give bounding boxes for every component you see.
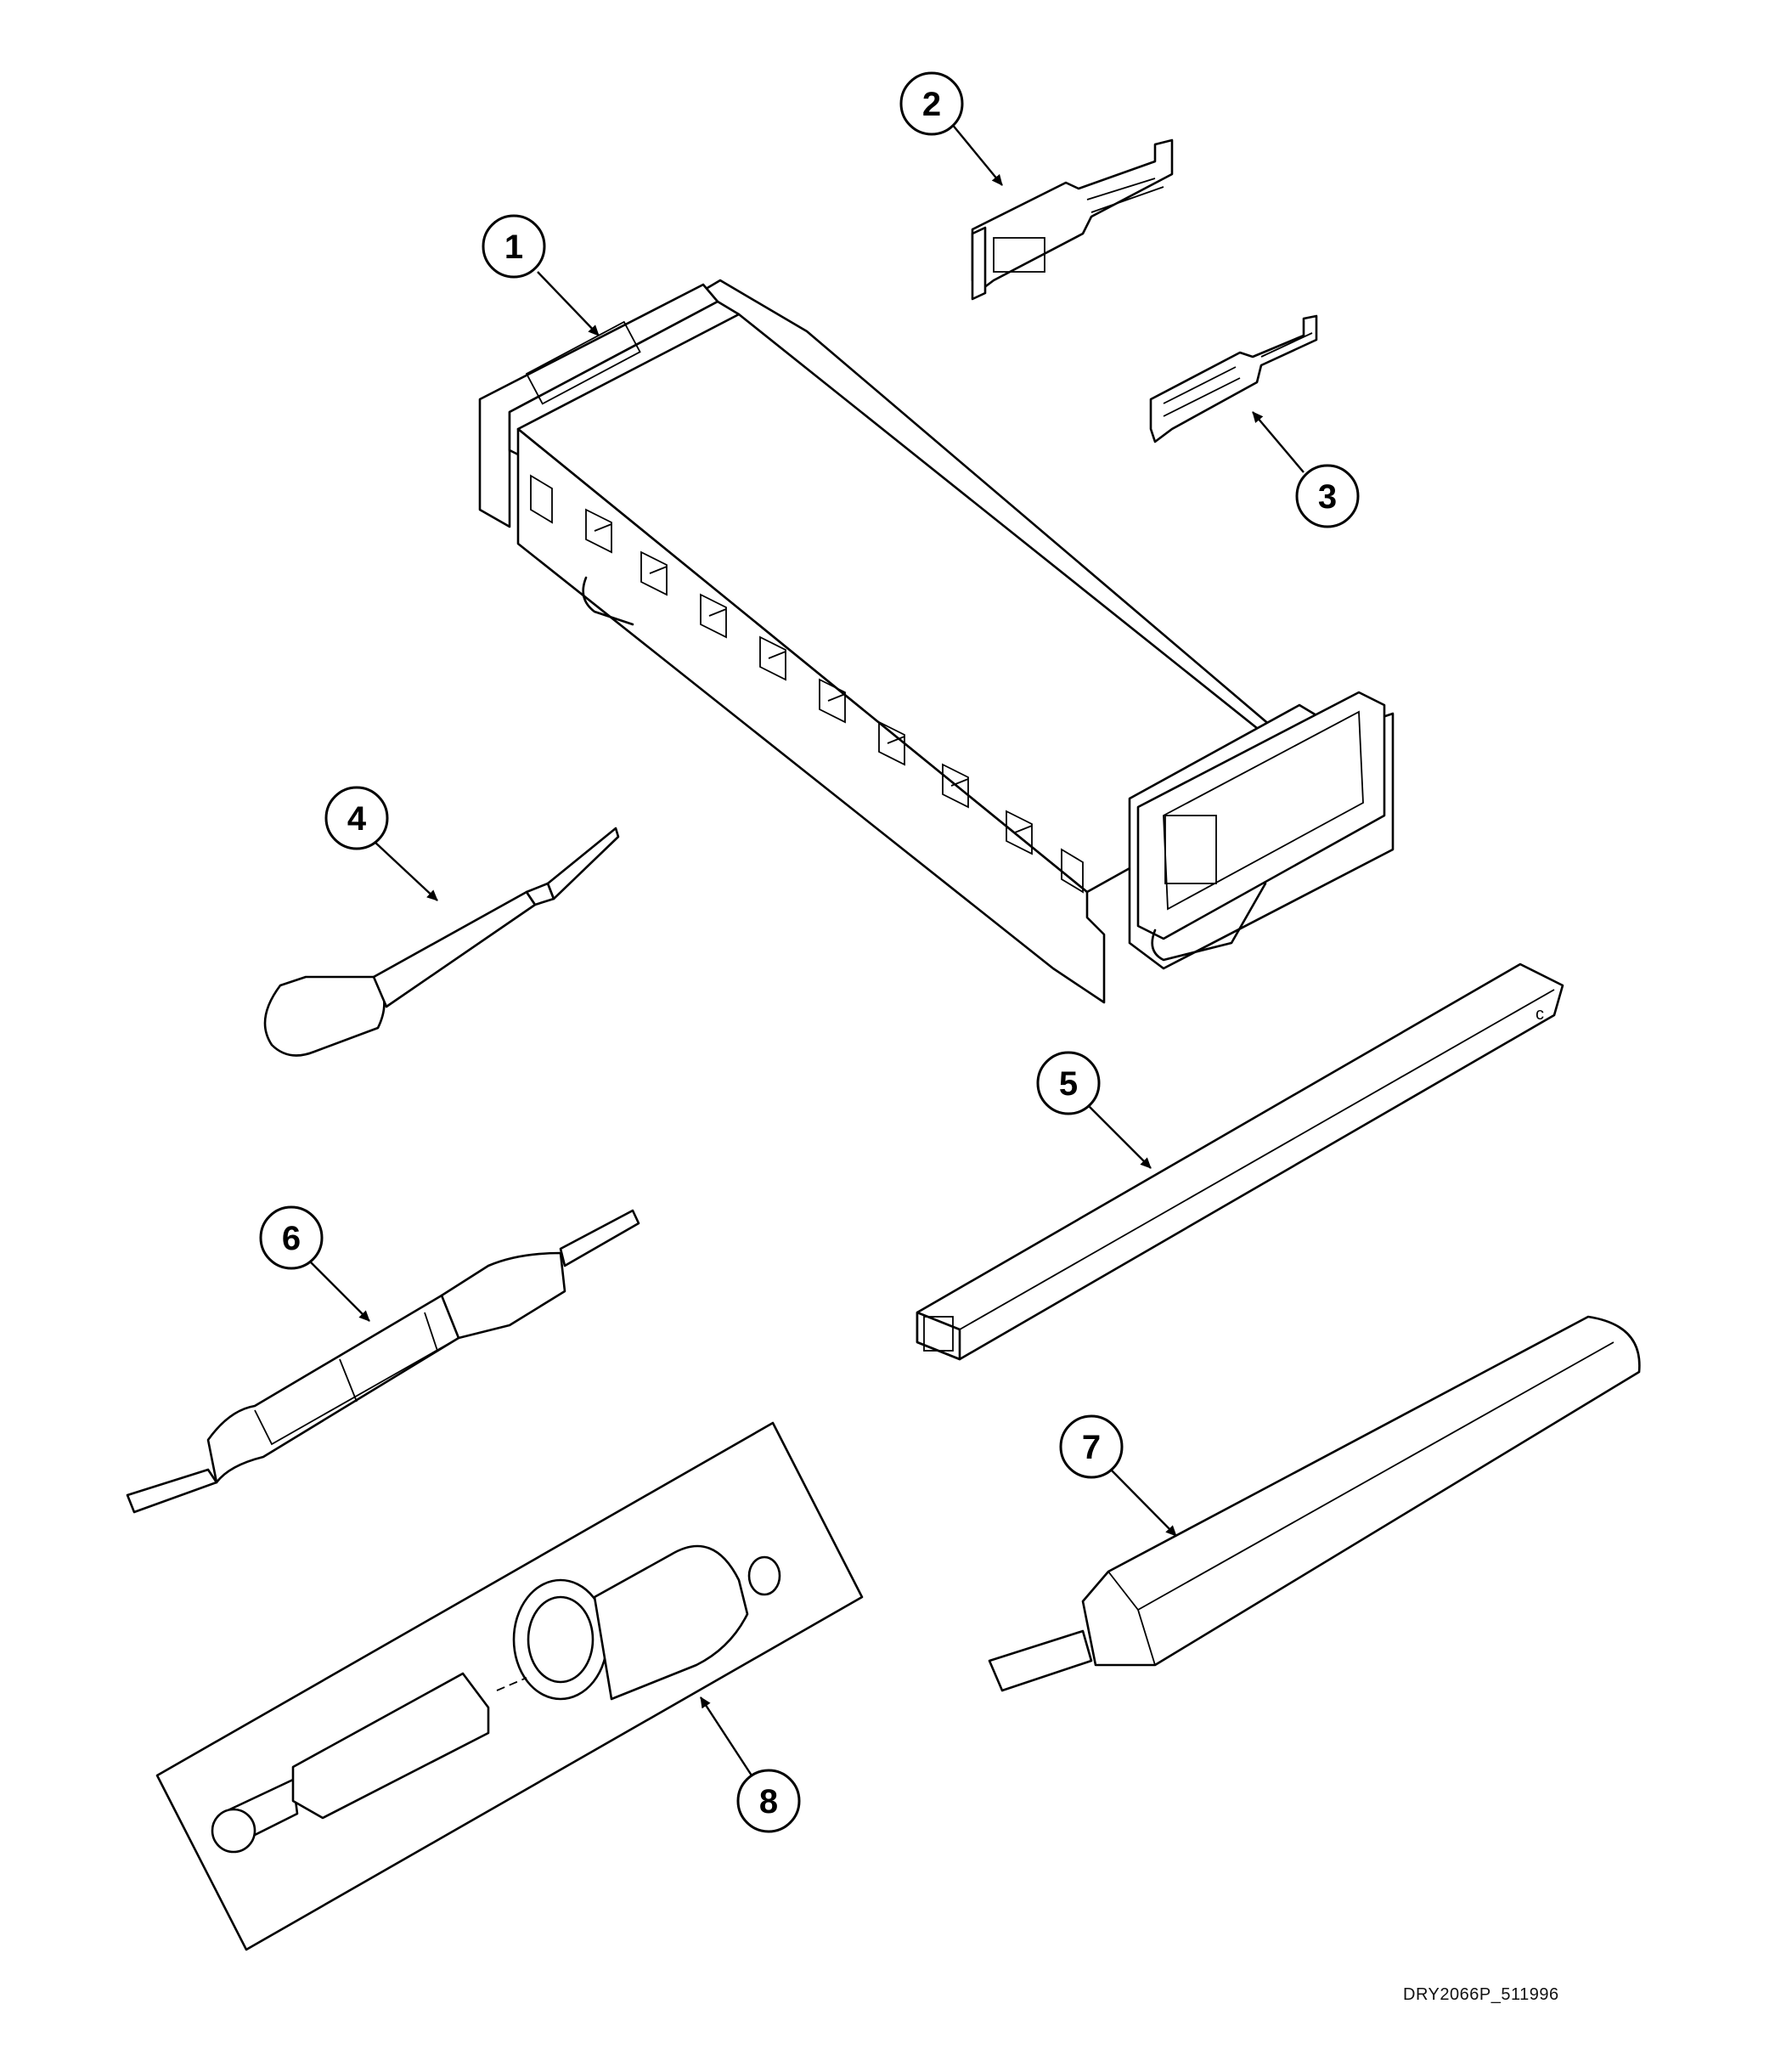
callout-8: 8 <box>699 1696 801 1833</box>
callout-5: 5 <box>1036 1051 1152 1169</box>
drawing-id: DRY2066P_511996 <box>1403 1985 1559 2004</box>
callout-7: 7 <box>1059 1414 1177 1537</box>
callout-4: 4 <box>324 786 438 901</box>
callout-2: 2 <box>899 71 1003 186</box>
callout-3: 3 <box>1252 411 1360 528</box>
callout-label-3: 3 <box>1318 478 1337 516</box>
connector-housing <box>478 279 1395 1004</box>
bit-adapter-set <box>155 1421 864 1951</box>
probe-tool <box>263 827 620 1057</box>
callout-label-2: 2 <box>922 86 941 123</box>
terminal-large <box>971 138 1174 301</box>
callout-label-7: 7 <box>1082 1429 1101 1466</box>
callout-label-4: 4 <box>347 800 367 838</box>
callout-label-1: 1 <box>504 229 523 266</box>
terminal-small <box>1149 314 1318 443</box>
callout-label-5: 5 <box>1059 1065 1078 1103</box>
hex-key-tool <box>988 1315 1641 1692</box>
pin-tool-double <box>126 1209 640 1514</box>
svg-text:c: c <box>1536 1005 1544 1024</box>
callout-label-8: 8 <box>759 1783 778 1820</box>
square-tube: c <box>916 962 1564 1361</box>
callout-label-6: 6 <box>282 1220 301 1257</box>
callout-6: 6 <box>259 1205 370 1322</box>
callout-1: 1 <box>482 214 600 336</box>
